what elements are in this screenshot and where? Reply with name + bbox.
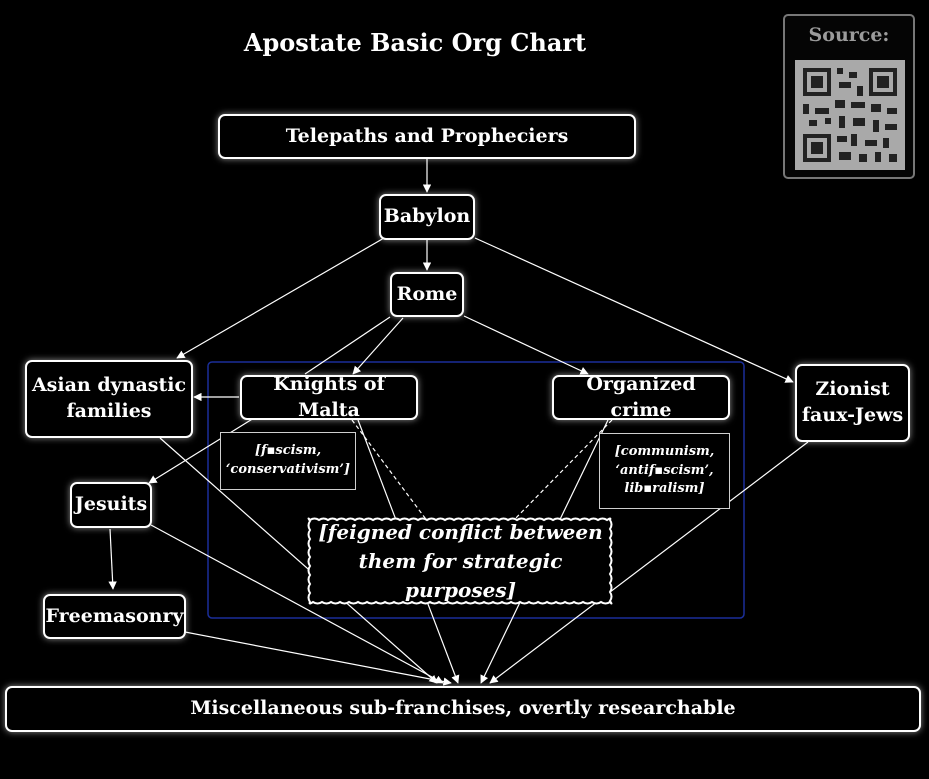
arrow-knights-jesuits (148, 417, 255, 484)
node-miscellaneous-sub-franchises: Miscellaneous sub-franchises, overtly re… (5, 686, 921, 732)
node-telepaths-and-propheciers: Telepaths and Propheciers (218, 114, 636, 159)
node-telepaths-label: Telepaths and Propheciers (285, 124, 569, 147)
arrow-asian-misc (159, 437, 438, 684)
arrow-babylon-asian (176, 237, 385, 359)
note-left-wing: [communism,‘antif▪scism’,lib▪ralism] (599, 433, 730, 509)
line-rome-knights-left (304, 316, 391, 375)
arrow-rome-organized-crime (463, 315, 589, 375)
arrow-babylon-zionist (474, 237, 794, 383)
node-freemasonry-label: Freemasonry (45, 604, 184, 627)
node-misc-label: Miscellaneous sub-franchises, overtly re… (190, 697, 736, 720)
node-babylon: Babylon (379, 194, 475, 240)
node-knights-label: Knights of Malta (273, 372, 385, 421)
node-jesuits: Jesuits (70, 482, 152, 528)
source-label: Source: (808, 24, 890, 46)
qr-code-icon[interactable] (795, 60, 905, 170)
node-organized-crime-label: Organized crime (586, 372, 696, 421)
arrow-jesuits-misc (150, 524, 444, 684)
node-babylon-label: Babylon (383, 205, 471, 228)
chart-title: Apostate Basic Org Chart (243, 28, 587, 57)
arrow-jesuits-freemasonry (108, 528, 117, 590)
node-jesuits-label: Jesuits (74, 493, 148, 516)
conflict-callout-shape (307, 517, 613, 605)
source-panel: Source: (783, 14, 915, 179)
node-knights-of-malta: Knights of Malta (240, 372, 418, 421)
node-rome: Rome (390, 272, 464, 317)
dashed-organized-crime-conflict (511, 419, 613, 523)
dashed-knights-conflict (351, 419, 429, 523)
node-organized-crime: Organized crime (552, 372, 730, 421)
note-right-wing: [f▪scism,‘conservativism’] (220, 432, 356, 490)
node-freemasonry: Freemasonry (43, 594, 186, 639)
node-rome-label: Rome (396, 282, 458, 305)
arrow-rome-knights (352, 317, 404, 375)
arrow-zionist-misc (489, 441, 809, 684)
arrow-freemasonry-misc (184, 631, 452, 686)
